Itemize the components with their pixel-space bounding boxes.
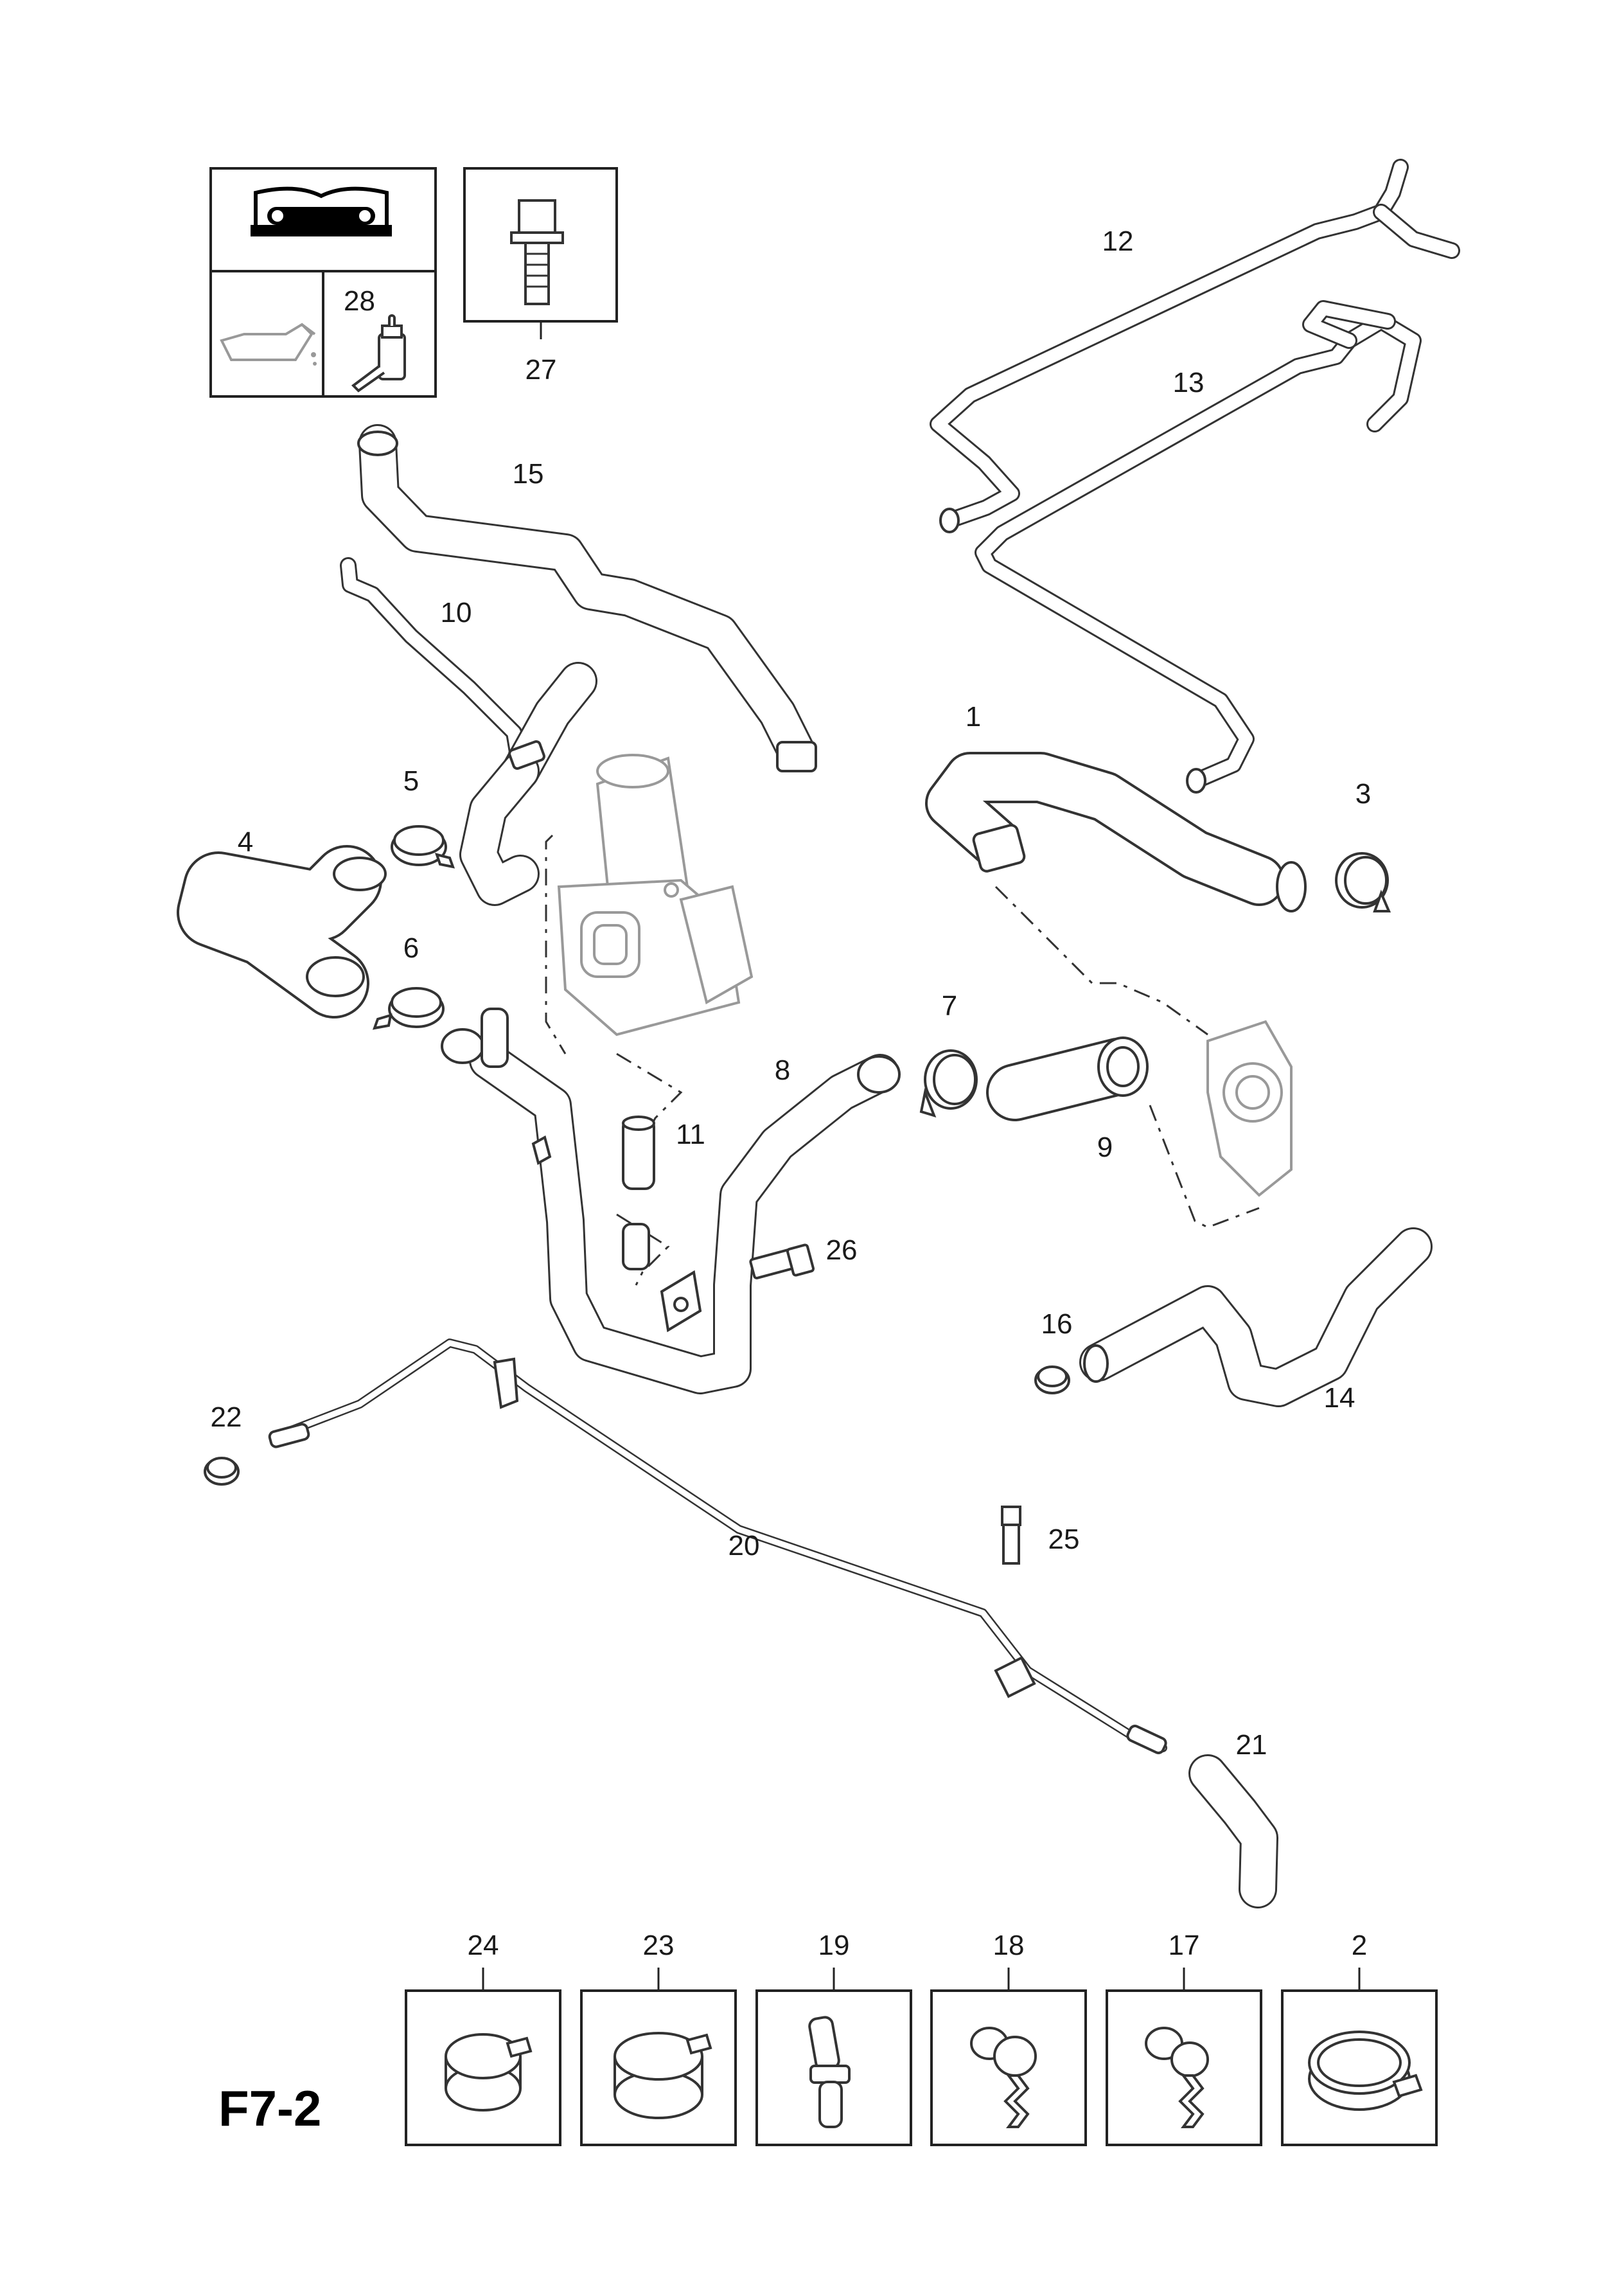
- clamp-6: [372, 987, 445, 1030]
- part-label-6: 6: [403, 932, 419, 964]
- part-label-10: 10: [441, 597, 472, 628]
- info-box-group: 28 27: [209, 167, 618, 398]
- clamp-7: [919, 1049, 978, 1118]
- coolant-pipe-assembly: [441, 1008, 901, 1394]
- part-label-14: 14: [1324, 1382, 1355, 1414]
- clamp-22: [204, 1457, 240, 1486]
- hose-10: [340, 557, 597, 906]
- part-label-22: 22: [211, 1401, 242, 1433]
- clamp-16: [1034, 1365, 1070, 1394]
- hose-9: [986, 1036, 1149, 1121]
- part-label-11: 11: [676, 1119, 705, 1150]
- pipe-20: [268, 1338, 1167, 1754]
- part-label-8: 8: [775, 1054, 790, 1086]
- clamp-2-icon: [1308, 2031, 1423, 2111]
- part-label-13: 13: [1173, 367, 1205, 398]
- hose-14: [1079, 1227, 1433, 1407]
- part-label-25: 25: [1048, 1524, 1080, 1555]
- part-label-18: 18: [993, 1930, 1025, 1961]
- diagram-code: F7-2: [218, 2080, 321, 2137]
- part-label-20: 20: [728, 1530, 760, 1561]
- part-label-3: 3: [1355, 778, 1371, 810]
- part-label-19: 19: [818, 1930, 850, 1961]
- sealant-tube-icon: [351, 314, 406, 393]
- part-label-2: 2: [1352, 1930, 1367, 1961]
- repair-manual-icon: [251, 186, 392, 236]
- part-label-4: 4: [238, 826, 253, 858]
- hose-12: [930, 159, 1460, 533]
- part-label-21: 21: [1236, 1729, 1267, 1761]
- bolt-27-icon: [510, 199, 564, 305]
- oil-filter-housing: [557, 754, 754, 1036]
- connector-11: [622, 1116, 655, 1270]
- clamp-3: [1335, 852, 1391, 912]
- part-label-16: 16: [1041, 1308, 1073, 1340]
- hose-15: [357, 424, 817, 772]
- clamp-24-icon: [445, 2033, 533, 2112]
- part-label-27: 27: [525, 354, 557, 386]
- clip-18-icon: [970, 2027, 1037, 2128]
- part-label-7: 7: [942, 990, 957, 1022]
- part-label-24: 24: [468, 1930, 499, 1961]
- oil-can-icon: [220, 323, 317, 366]
- part-label-26: 26: [826, 1234, 858, 1266]
- part-label-17: 17: [1169, 1930, 1200, 1961]
- part-label-15: 15: [513, 458, 544, 490]
- bottom-parts-row: 24 23 19 18: [405, 1930, 1438, 2146]
- part-label-23: 23: [643, 1930, 675, 1961]
- part-label-9: 9: [1097, 1132, 1113, 1163]
- part-label-28: 28: [344, 285, 375, 317]
- hose-4: [177, 845, 387, 1018]
- part-label-12: 12: [1102, 226, 1134, 257]
- thermostat-housing: [1206, 1020, 1293, 1197]
- hose-1: [925, 752, 1307, 912]
- part-label-5: 5: [403, 765, 419, 797]
- bolt-26: [749, 1243, 815, 1279]
- hose-13: [975, 300, 1422, 794]
- clip-17-icon: [1145, 2027, 1209, 2128]
- hose-21: [1188, 1754, 1278, 1908]
- clamp-23-icon: [613, 2032, 712, 2119]
- bolt-25: [1001, 1506, 1021, 1565]
- part-label-1: 1: [966, 701, 981, 733]
- clamp-5: [391, 825, 455, 869]
- connector-19-icon: [808, 2016, 851, 2128]
